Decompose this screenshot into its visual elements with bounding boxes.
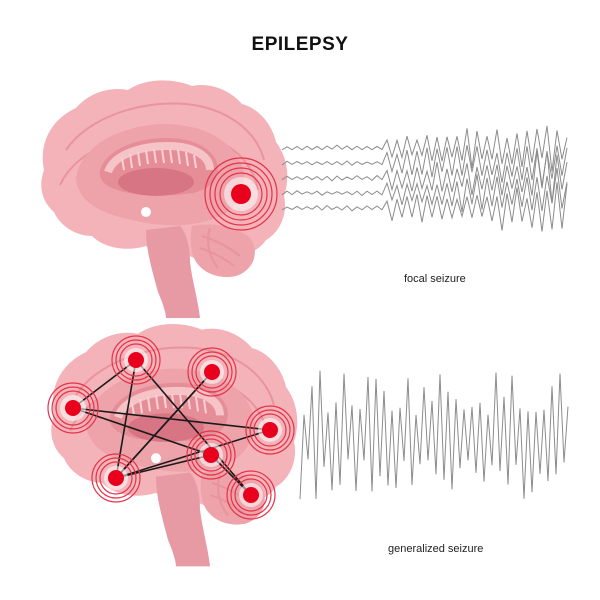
- seizure-focus-icon: [226, 470, 276, 520]
- generalized-seizure-caption: generalized seizure: [388, 543, 484, 555]
- seizure-focus-icon: [111, 335, 161, 385]
- seizure-focus-icon: [204, 157, 278, 231]
- generalized-eeg-wave: [299, 370, 569, 500]
- eeg-trace: [281, 125, 568, 172]
- eeg-trace: [281, 145, 568, 186]
- seizure-focus-icon: [186, 430, 236, 480]
- seizure-focus-icon: [187, 347, 237, 397]
- page-title: EPILEPSY: [251, 34, 349, 55]
- eeg-trace: [281, 167, 568, 212]
- seizure-focus-icon: [91, 453, 141, 503]
- focal-seizure-caption: focal seizure: [404, 273, 466, 285]
- eeg-trace: [281, 182, 568, 232]
- eeg-trace: [281, 150, 568, 203]
- focal-eeg-waves: [281, 125, 568, 232]
- seizure-focus-icon: [245, 405, 295, 455]
- generalized-brain-illustration: [51, 324, 297, 566]
- seizure-focus-icon: [47, 382, 99, 434]
- eeg-trace: [299, 370, 569, 500]
